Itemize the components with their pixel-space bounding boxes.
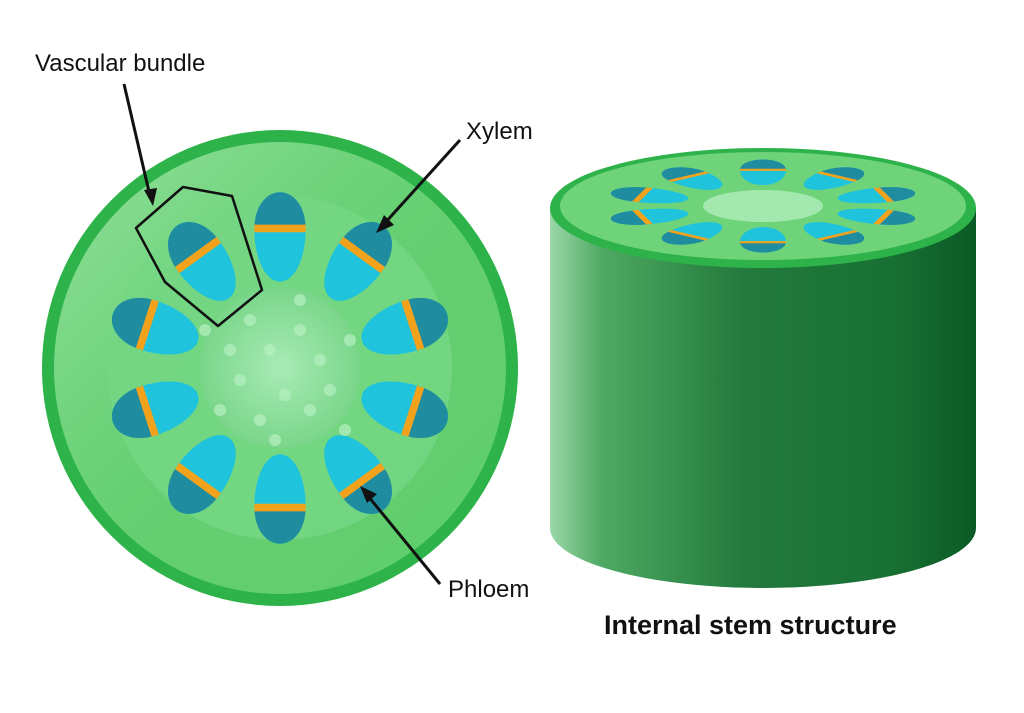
cross-section	[42, 130, 518, 606]
cell-dot	[234, 374, 246, 386]
cell-dot	[294, 294, 306, 306]
cell-dot	[324, 384, 336, 396]
xylem-pointer	[382, 138, 462, 226]
diagram-caption: Internal stem structure	[604, 610, 897, 640]
vascular-bundle-outline	[134, 185, 264, 328]
vascular-bundle-pointer	[122, 83, 152, 197]
vascular-bundle-label: Vascular bundle	[35, 50, 206, 77]
cylinder-body	[550, 208, 976, 588]
cell-dot	[294, 324, 306, 336]
pith	[200, 288, 360, 448]
phloem-label: Phloem	[448, 576, 530, 603]
cell-dot	[224, 344, 236, 356]
cell-dot	[304, 404, 316, 416]
cell-dot	[314, 354, 326, 366]
cell-dot	[244, 314, 256, 326]
cell-dot	[344, 334, 356, 346]
stem-cylinder	[550, 148, 976, 588]
cell-dot	[264, 344, 276, 356]
annotations	[122, 83, 462, 585]
cell-dot	[199, 324, 211, 336]
cell-dot	[339, 424, 351, 436]
cell-dot	[254, 414, 266, 426]
cell-dot	[269, 434, 281, 446]
xylem-label: Xylem	[466, 118, 533, 145]
phloem-pointer	[366, 495, 442, 585]
cell-dot	[279, 389, 291, 401]
cell-dot	[214, 404, 226, 416]
